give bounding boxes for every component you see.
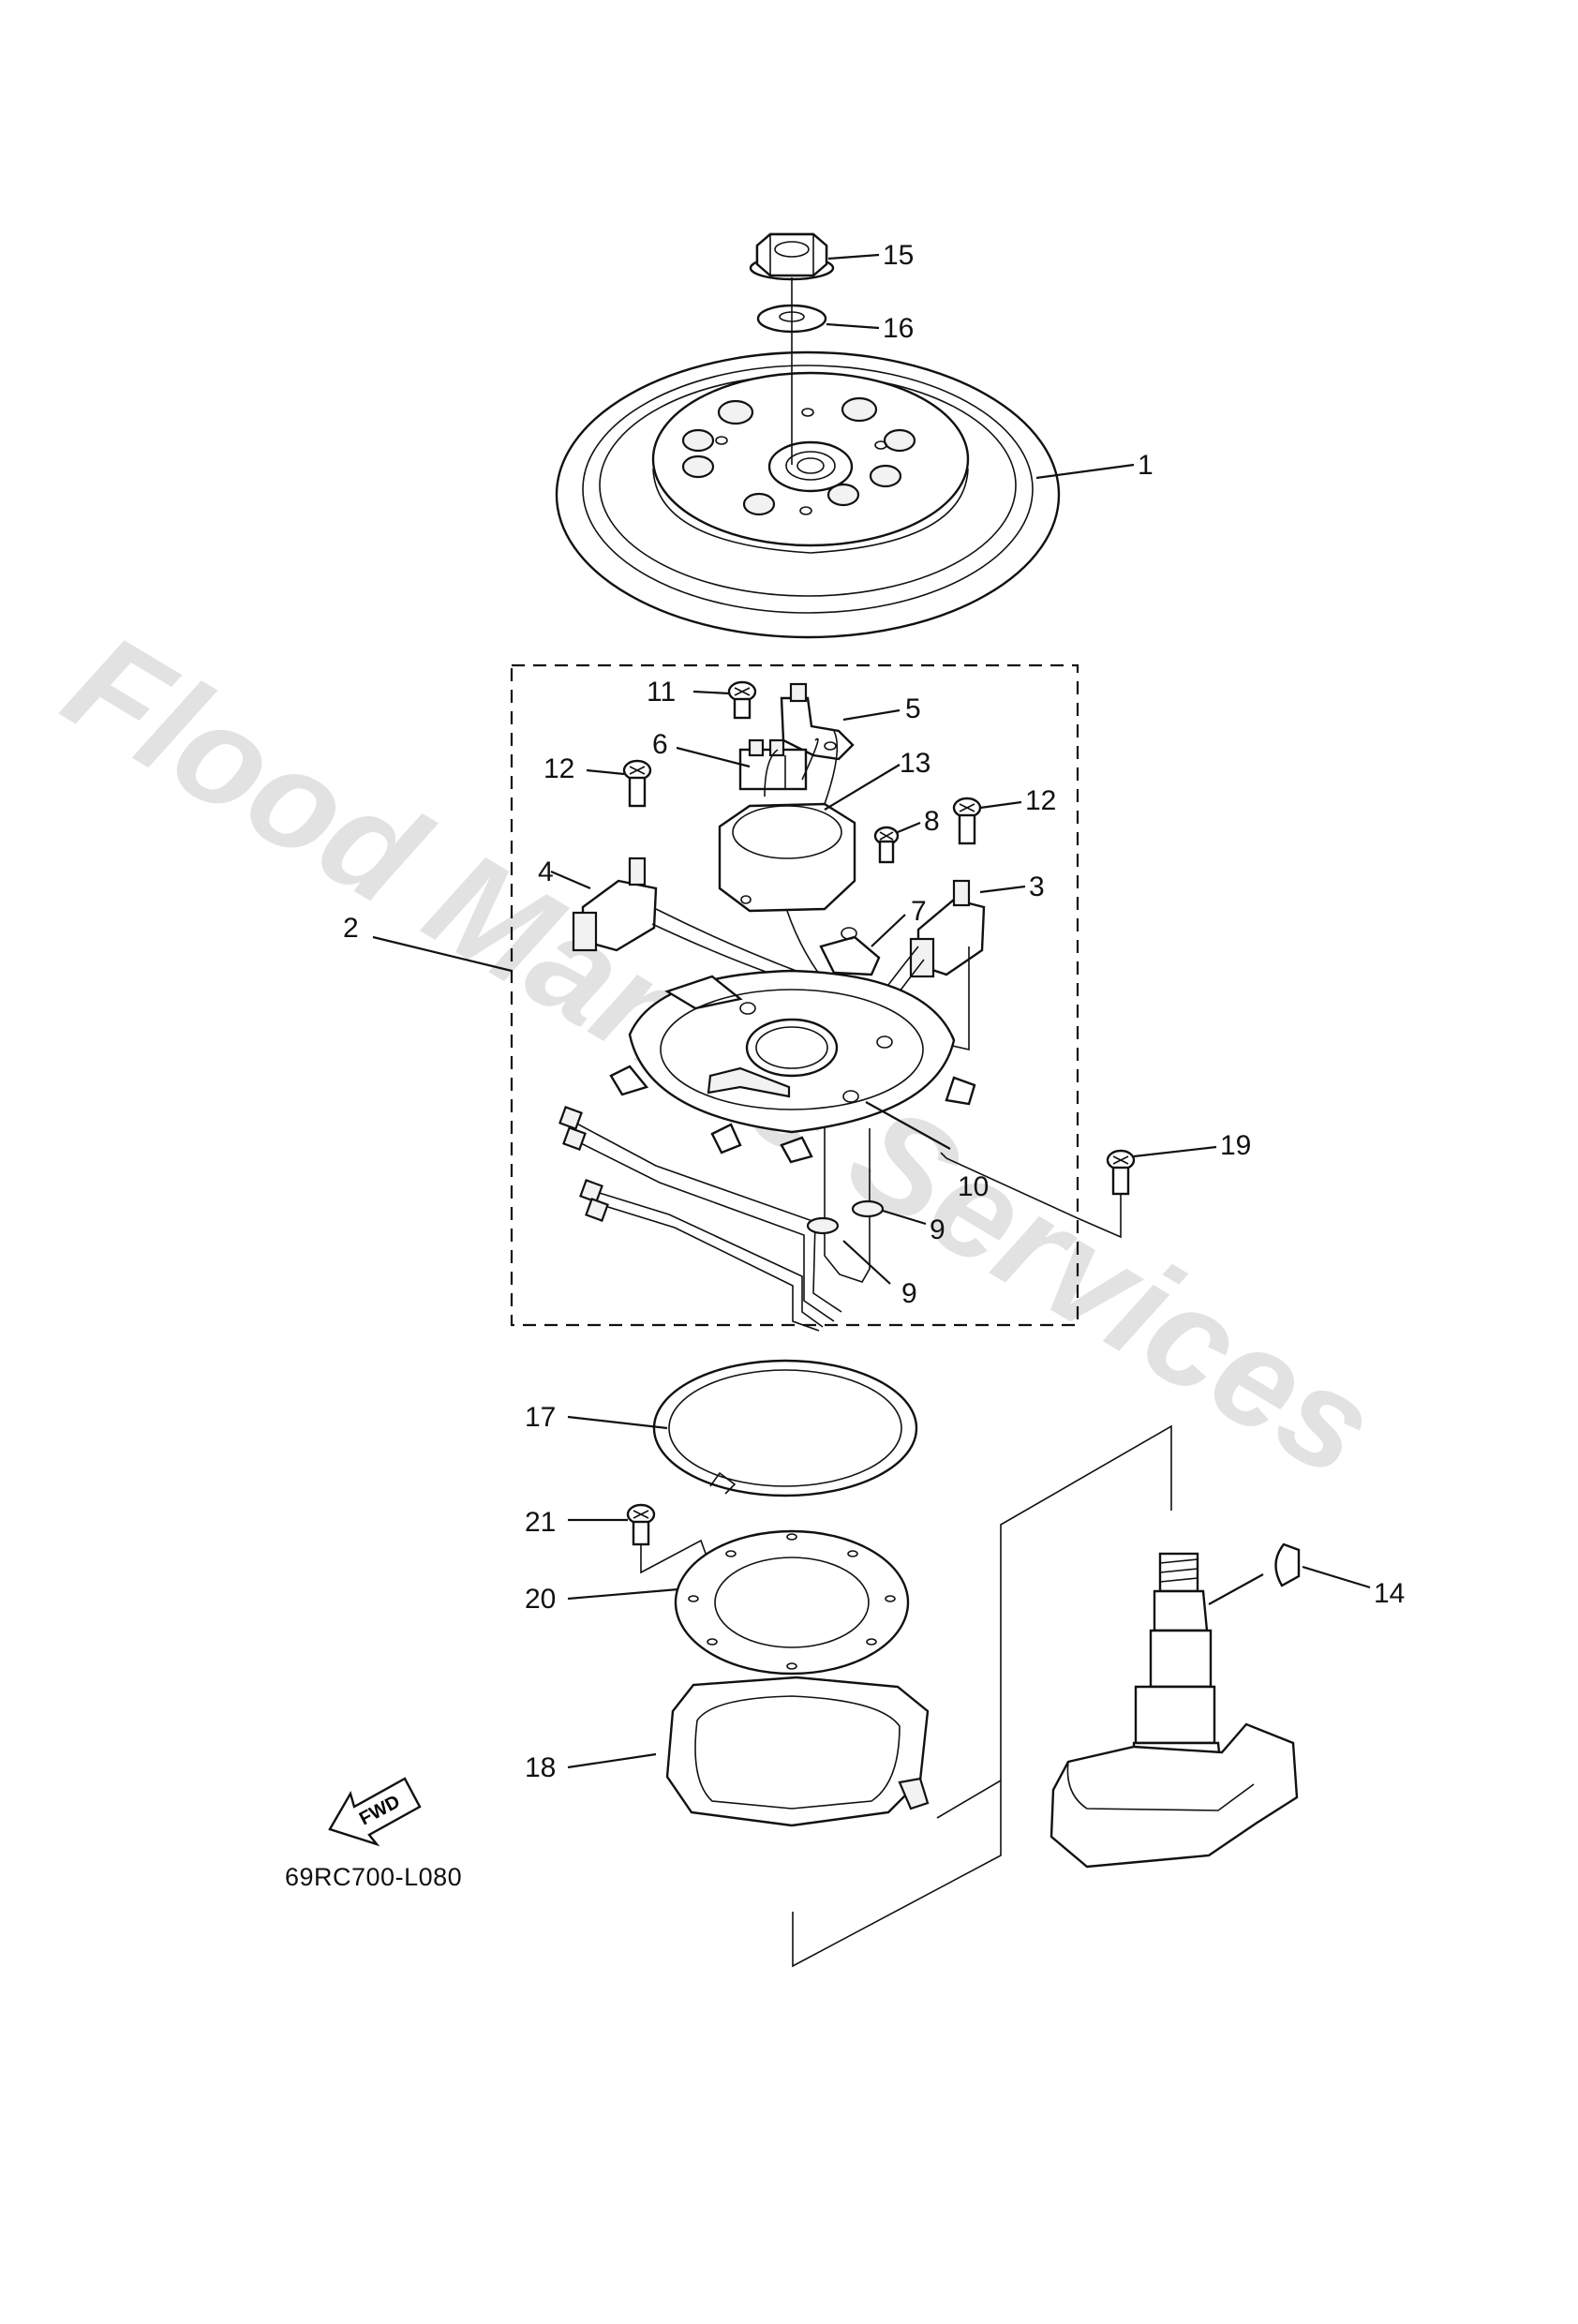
callout-3: 3 [1029,872,1045,902]
wire-harness-part [558,1106,885,1332]
callout-5: 5 [905,693,921,724]
crankshaft-part [1050,1552,1299,1869]
callout-10: 10 [958,1171,989,1202]
callout-20: 20 [525,1584,556,1615]
base-plate-18-part [665,1676,930,1827]
callout-14: 14 [1374,1578,1405,1609]
callout-12-left: 12 [543,753,574,784]
ring-17-part [652,1359,918,1497]
diagram-code: 69RC700-L080 [285,1863,462,1891]
callout-15: 15 [883,240,914,271]
stator-assembly-boundary [510,663,1079,1327]
callout-2: 2 [343,913,359,944]
callout-13: 13 [900,748,930,779]
bracket-5-part [780,682,855,761]
clamp-7-part [819,927,881,976]
callout-21: 21 [525,1507,556,1538]
screw-12-right-part [952,797,982,845]
connector-4-part [572,857,658,952]
screw-19-part [1106,1149,1136,1196]
plate-20-part [674,1529,910,1676]
callout-6: 6 [652,729,668,760]
callout-18: 18 [525,1752,556,1783]
callout-11: 11 [647,677,676,708]
pulser-coil-6-part [738,738,808,791]
callout-17: 17 [525,1402,556,1433]
callout-19: 19 [1220,1130,1251,1161]
callout-7: 7 [911,896,927,927]
woodruff-key-14-part [1274,1542,1301,1587]
flywheel-part [555,350,1061,639]
callout-16: 16 [883,313,914,344]
forward-direction-icon: FWD [328,1777,422,1847]
charge-coil-13-part [718,802,856,913]
callout-1: 1 [1138,450,1154,481]
screw-11-part [727,680,757,720]
screw-8-part [873,826,900,864]
callout-8: 8 [924,806,940,837]
screw-21-part [626,1503,656,1546]
screw-12-left-part [622,759,652,808]
connector-3-part [909,879,986,978]
flywheel-nut-part [749,232,835,281]
callout-4: 4 [538,857,554,887]
callout-9-lower: 9 [901,1278,917,1309]
callout-9-upper: 9 [930,1214,945,1245]
stator-base-10-part [609,969,976,1164]
callout-12-right: 12 [1025,785,1056,816]
